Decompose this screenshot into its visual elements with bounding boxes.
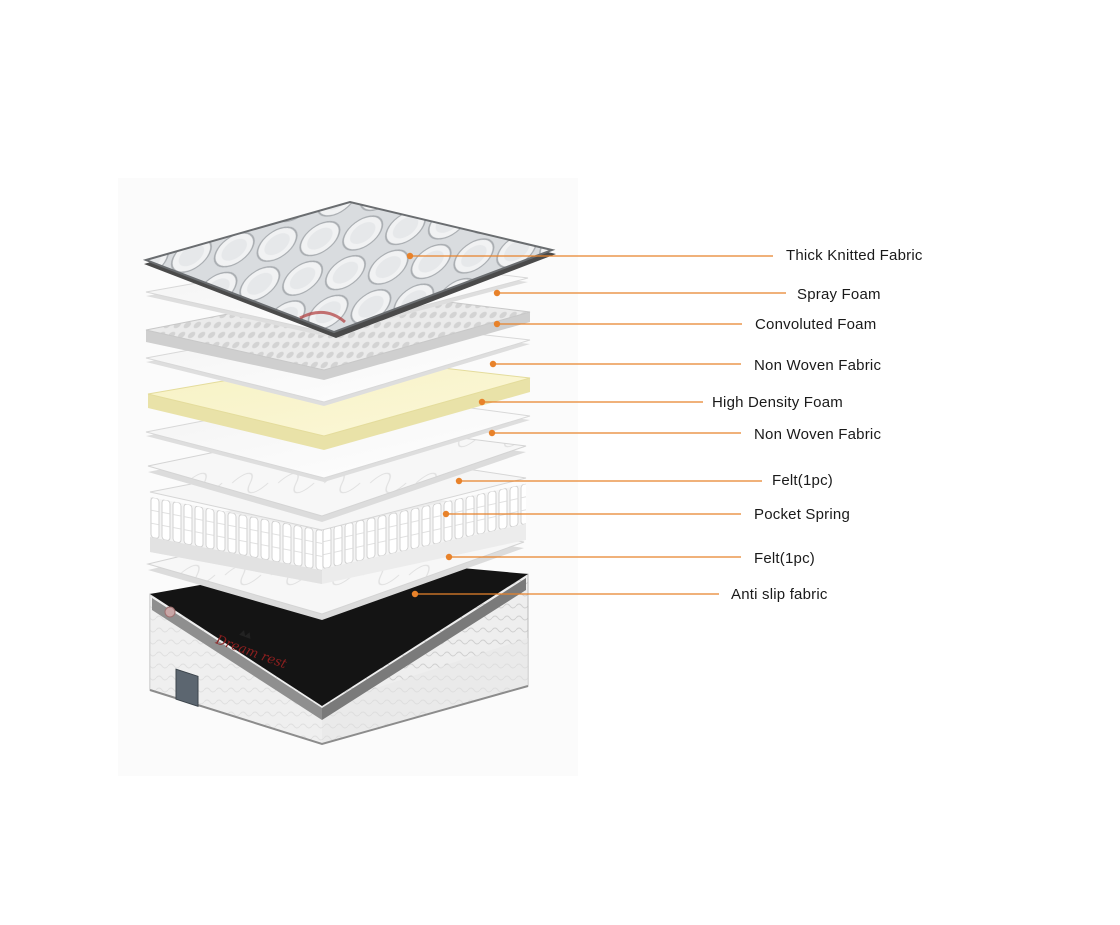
label-non-woven-fabric-1: Non Woven Fabric bbox=[754, 357, 882, 374]
crown-icon bbox=[239, 630, 251, 639]
leader-dot-thick-knitted-fabric bbox=[406, 252, 414, 260]
label-non-woven-fabric-2: Non Woven Fabric bbox=[754, 426, 882, 443]
leader-lines bbox=[406, 252, 786, 598]
leader-dot-pocket-spring bbox=[442, 510, 450, 518]
label-spray-foam: Spray Foam bbox=[797, 286, 881, 303]
leader-dot-convoluted-foam bbox=[493, 320, 501, 328]
base-mattress: Dream rest bbox=[149, 558, 529, 746]
label-felt-1: Felt(1pc) bbox=[772, 472, 833, 489]
label-anti-slip-fabric: Anti slip fabric bbox=[731, 586, 828, 603]
label-felt-2: Felt(1pc) bbox=[754, 550, 815, 567]
leader-dot-non-woven-fabric-2 bbox=[488, 429, 496, 437]
label-thick-knitted-fabric: Thick Knitted Fabric bbox=[786, 247, 923, 264]
care-label bbox=[175, 668, 199, 707]
label-convoluted-foam: Convoluted Foam bbox=[755, 316, 877, 333]
leader-dot-felt-2 bbox=[445, 553, 453, 561]
leader-dot-non-woven-fabric-1 bbox=[489, 360, 497, 368]
leader-dot-anti-slip-fabric bbox=[411, 590, 419, 598]
label-high-density-foam: High Density Foam bbox=[712, 394, 843, 411]
label-pocket-spring: Pocket Spring bbox=[754, 506, 850, 523]
thick-knitted-fabric-layer bbox=[142, 200, 556, 338]
leader-dot-spray-foam bbox=[493, 289, 501, 297]
badge-icon bbox=[164, 606, 176, 618]
leader-dot-high-density-foam bbox=[478, 398, 486, 406]
leader-dot-felt-1 bbox=[455, 477, 463, 485]
